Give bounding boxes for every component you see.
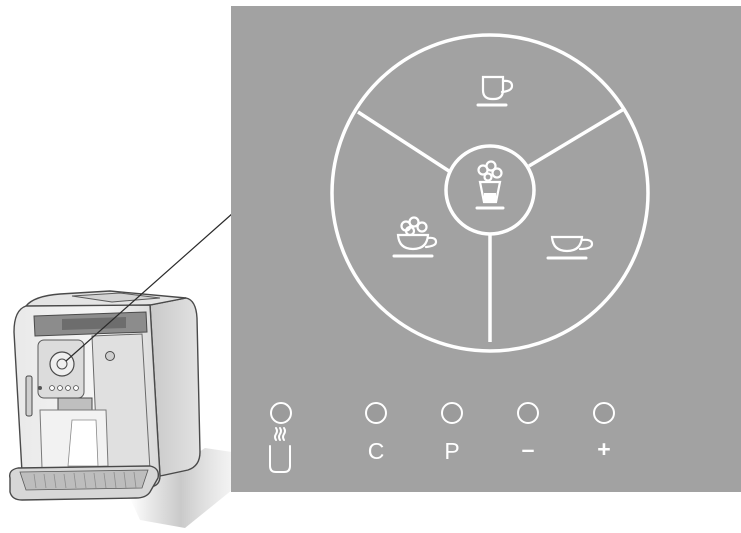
machine-top-lid (71, 292, 161, 303)
latte-macchiato-glass-icon (475, 160, 505, 210)
machine-button-3 (65, 385, 71, 391)
drip-grate-slots (33, 471, 137, 489)
hot-water-cup-icon (269, 427, 291, 473)
machine-button-1 (49, 385, 55, 391)
machine-light-beam (67, 419, 99, 467)
coffee-cup-icon (546, 235, 594, 260)
dial-outer-ring[interactable] (330, 33, 650, 353)
dial-divider-right (528, 107, 625, 168)
program-button-label: P (444, 438, 460, 464)
machine-button-2 (57, 385, 63, 391)
plus-button[interactable] (593, 402, 615, 424)
plus-button-label: + (597, 436, 611, 462)
minus-button[interactable] (517, 402, 539, 424)
espresso-cup-icon (476, 75, 514, 107)
minus-button-label: – (521, 436, 535, 462)
machine-display (62, 317, 126, 330)
dial-center-button[interactable] (444, 144, 536, 236)
clean-button-label: C (367, 438, 385, 464)
machine-led (38, 386, 42, 390)
machine-button-4 (73, 385, 79, 391)
machine-side-knob (105, 351, 115, 361)
machine-handle (25, 375, 33, 417)
callout-leader-line (65, 212, 234, 362)
clean-button[interactable] (365, 402, 387, 424)
machine-side (149, 297, 201, 477)
control-panel-detail (231, 6, 741, 492)
cappuccino-cup-icon (392, 216, 438, 258)
dial-divider-left (357, 110, 453, 175)
hot-water-button[interactable] (270, 402, 292, 424)
machine-dial-inner (56, 358, 68, 370)
floor-shadow (130, 448, 232, 528)
program-button[interactable] (441, 402, 463, 424)
